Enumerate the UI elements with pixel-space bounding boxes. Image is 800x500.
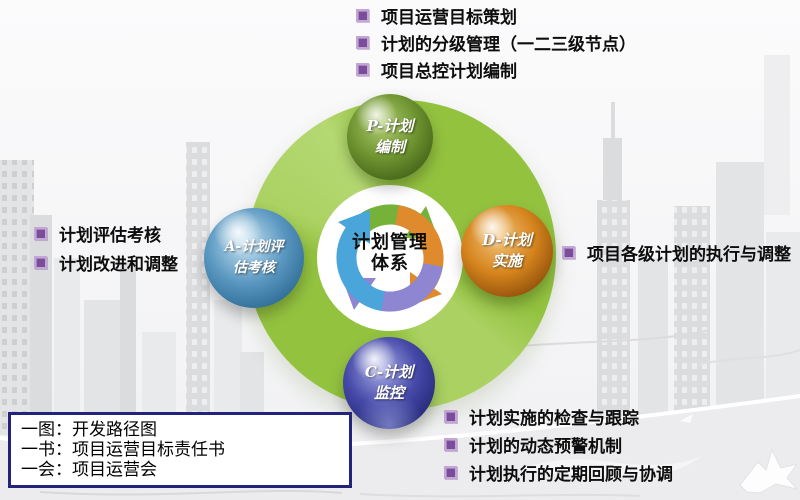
square-bullet-icon: [356, 62, 369, 76]
sphere-plan-label-line1: P-计划: [366, 117, 414, 135]
list-item: 项目各级计划的执行与调整: [562, 241, 791, 264]
list-item-text: 项目各级计划的执行与调整: [587, 244, 791, 264]
summary-box: 一图：开发路径图 一书：项目运营目标责任书 一会：项目运营会: [8, 412, 352, 488]
square-bullet-icon: [356, 35, 369, 49]
hub-title-line1: 计划管理: [352, 232, 428, 252]
list-item: 计划的分级管理（一二三级节点）: [356, 31, 636, 54]
sphere-do-label-line2: 实施: [491, 252, 522, 270]
cycle-arrows: [317, 185, 463, 331]
list-do-topics: 项目各级计划的执行与调整: [562, 241, 791, 264]
list-check-topics: 计划实施的检查与跟踪 计划的动态预警机制 计划执行的定期回顾与协调: [444, 405, 673, 489]
list-item: 计划评估考核: [34, 222, 178, 245]
sphere-act-label-line2: 估考核: [233, 260, 275, 276]
list-item-text: 计划实施的检查与跟踪: [469, 408, 639, 428]
list-item-text: 计划改进和调整: [59, 254, 178, 274]
sphere-act-label-line1: A-计划评: [224, 239, 284, 255]
summary-line: 一图：开发路径图: [21, 420, 157, 439]
list-item: 计划执行的定期回顾与协调: [444, 461, 673, 484]
hub-title-line2: 体系: [371, 253, 409, 273]
sphere-check-label-line1: C-计划: [364, 363, 414, 381]
arrow-left-blue: [336, 210, 386, 311]
square-bullet-icon: [444, 465, 457, 479]
list-item: 项目运营目标策划: [356, 4, 636, 27]
dove-icon: [680, 414, 799, 494]
list-item-text: 计划执行的定期回顾与协调: [469, 464, 673, 484]
sphere-do-label-line1: D-计划: [482, 231, 532, 249]
list-item: 项目总控计划编制: [356, 58, 636, 81]
summary-line: 一会：项目运营会: [21, 460, 157, 479]
sphere-do: D-计划 实施: [461, 205, 553, 297]
sphere-plan: P-计划 编制: [347, 94, 433, 180]
list-act-topics: 计划评估考核 计划改进和调整: [34, 222, 178, 280]
list-item: 计划改进和调整: [34, 251, 178, 274]
list-item-text: 项目总控计划编制: [381, 61, 517, 81]
sphere-act: A-计划评 估考核: [204, 208, 304, 308]
list-item-text: 计划的动态预警机制: [469, 436, 622, 456]
square-bullet-icon: [34, 226, 47, 240]
square-bullet-icon: [562, 245, 575, 259]
sphere-check: C-计划 监控: [343, 337, 435, 429]
list-item: 计划的动态预警机制: [444, 433, 673, 456]
sphere-plan-label-line2: 编制: [374, 138, 405, 156]
square-bullet-icon: [444, 409, 457, 423]
list-item-text: 计划评估考核: [59, 225, 161, 245]
list-item-text: 项目运营目标策划: [381, 7, 517, 27]
summary-line: 一书：项目运营目标责任书: [21, 440, 225, 459]
square-bullet-icon: [34, 255, 47, 269]
list-item-text: 计划的分级管理（一二三级节点）: [381, 34, 636, 54]
sphere-check-label-line2: 监控: [373, 384, 404, 402]
list-item: 计划实施的检查与跟踪: [444, 405, 673, 428]
hub-title: 计划管理 体系: [330, 232, 450, 274]
square-bullet-icon: [444, 437, 457, 451]
list-plan-topics: 项目运营目标策划 计划的分级管理（一二三级节点） 项目总控计划编制: [356, 4, 636, 85]
square-bullet-icon: [356, 8, 369, 22]
